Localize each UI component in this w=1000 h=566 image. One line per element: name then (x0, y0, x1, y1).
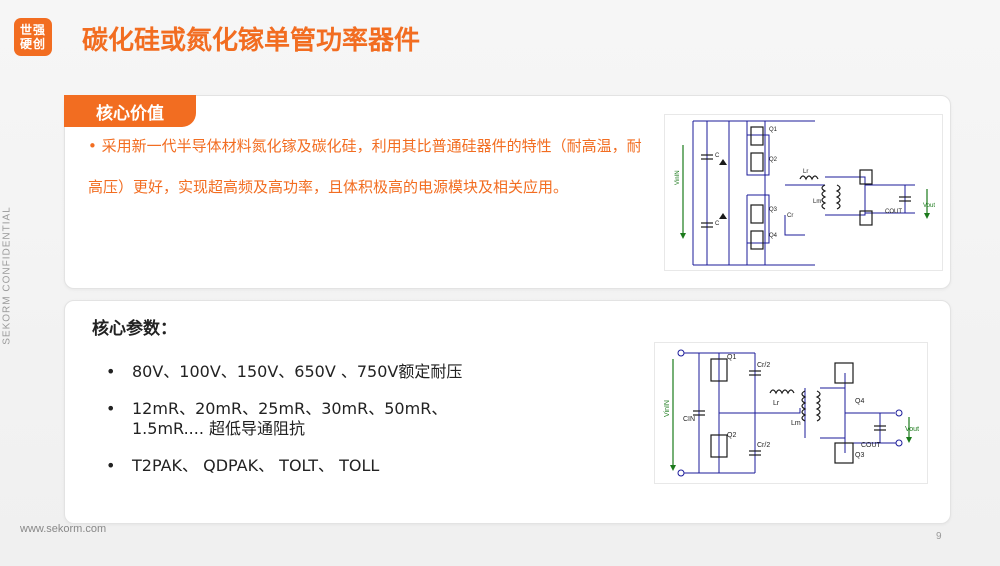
c2-cr1-label: Cr/2 (757, 362, 770, 369)
params-title: 核心参数： (92, 319, 177, 339)
c2-q1-label: Q1 (727, 354, 736, 361)
c2-q3-label: Q3 (855, 452, 864, 459)
params-list: 80V、100V、150V、650V 、750V额定耐压 12mR、20mR、2… (106, 362, 486, 493)
footer-url: www.sekorm.com (20, 523, 107, 535)
value-tag: 核心价值 (64, 95, 196, 127)
c2-lr-label: Lr (773, 400, 780, 407)
c1-q3-label: Q3 (769, 207, 778, 213)
c2-cr2-label: Cr/2 (757, 442, 770, 449)
params-item-package: T2PAK、 QDPAK、 TOLT、 TOLL (106, 456, 486, 476)
circuit-diagram-half-bridge: VinIN CIN Q1 Q2 Q3 Q4 Cr/2 Cr/2 Lr Lm CO… (654, 342, 928, 484)
page-title: 碳化硅或氮化镓单管功率器件 (82, 26, 421, 56)
value-text: • 采用新一代半导体材料氮化镓及碳化硅，利用其比普通硅器件的特性（耐高温，耐高压… (88, 137, 642, 196)
c2-cout-label: COUT (861, 442, 882, 449)
c1-c-bot-label: C (715, 221, 720, 227)
circuit2-svg: VinIN CIN Q1 Q2 Q3 Q4 Cr/2 Cr/2 Lr Lm CO… (664, 349, 919, 477)
logo-line1: 世强 (19, 23, 46, 37)
c2-vin-label: VinIN (664, 400, 671, 417)
c1-vin-label: VinIN (675, 170, 681, 185)
c1-lm-label: Lm (813, 199, 821, 205)
c2-q2-label: Q2 (727, 432, 736, 439)
c1-lr-label: Lr (803, 169, 808, 175)
c1-vout-label: Vout (923, 203, 935, 209)
c1-q4-label: Q4 (769, 233, 778, 239)
c2-q4-label: Q4 (855, 398, 864, 405)
confidential-label: SEKORM CONFIDENTIAL (1, 206, 13, 345)
c2-lm-label: Lm (791, 420, 801, 427)
brand-logo: 世强 硬创 (14, 18, 52, 56)
params-item-voltage: 80V、100V、150V、650V 、750V额定耐压 (106, 362, 486, 382)
c2-cin-label: CIN (683, 416, 695, 423)
c1-cr-label: Cr (787, 213, 793, 219)
params-item-resistance: 12mR、20mR、25mR、30mR、50mR、1.5mR.... 超低导通阻… (106, 399, 486, 439)
c1-c-top-label: C (715, 153, 720, 159)
c1-q1-label: Q1 (769, 127, 778, 133)
c1-cout-label: COUT (885, 209, 902, 215)
page-number: 9 (936, 531, 942, 542)
c1-q2-label: Q2 (769, 157, 778, 163)
c2-vout-label: Vout (905, 426, 919, 433)
circuit1-svg: VinIN C C Q1 Q2 Q3 Q4 Lr Lm Cr COUT Vout (675, 120, 935, 266)
circuit-diagram-full-bridge: VinIN C C Q1 Q2 Q3 Q4 Lr Lm Cr COUT Vout (664, 114, 943, 271)
logo-line2: 硬创 (19, 37, 46, 51)
